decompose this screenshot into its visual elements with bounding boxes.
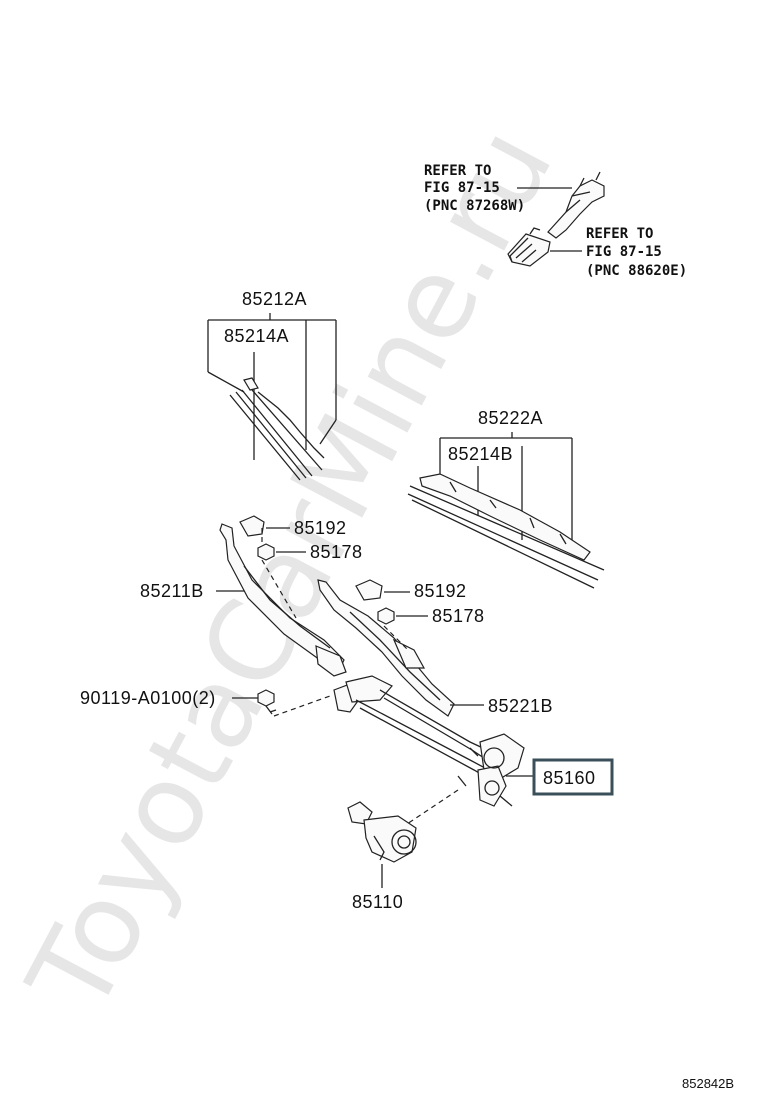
label-85178-lower: 85178 [432, 606, 485, 626]
sensor-part-icon [507, 227, 551, 267]
bracket-part-icon [547, 171, 605, 239]
label-85222a: 85222A [478, 408, 543, 428]
label-85192-upper: 85192 [294, 518, 347, 538]
refer-88620e-line2: FIG 87-15 [586, 244, 662, 260]
watermark-text: ToyotaCarMine.ru [4, 108, 579, 1034]
refer-87268w-line1: REFER TO [424, 163, 491, 179]
wiper-arm-85221b [317, 579, 455, 717]
wiper-arm-85211b [219, 523, 347, 677]
label-85211b: 85211B [140, 581, 204, 601]
label-85160[interactable]: 85160 [543, 768, 596, 788]
label-90119-a0100: 90119-A0100(2) [80, 688, 216, 708]
label-85214a: 85214A [224, 326, 289, 346]
wiper-linkage-85160 [333, 675, 525, 807]
figure-id: 852842B [682, 1076, 734, 1091]
refer-88620e-line1: REFER TO [586, 226, 653, 242]
blade-assembly-a: 85212A 85214A [207, 289, 337, 481]
refer-88620e-line3: (PNC 88620E) [586, 263, 687, 279]
refer-note-87268w: REFER TO FIG 87-15 (PNC 87268W) [424, 163, 572, 214]
label-85178-upper: 85178 [310, 542, 363, 562]
cap-85192-upper [239, 515, 265, 537]
bolt-90119-icon [257, 689, 277, 715]
wiper-motor-85110 [347, 801, 417, 863]
refer-note-88620e: REFER TO FIG 87-15 (PNC 88620E) [550, 226, 687, 279]
refer-87268w-line3: (PNC 87268W) [424, 198, 525, 214]
refer-87268w-line2: FIG 87-15 [424, 180, 500, 196]
highlight-box-85160[interactable] [532, 758, 614, 796]
cap-85192-lower [355, 579, 383, 601]
nut-85178-lower [377, 607, 395, 625]
label-85110: 85110 [352, 892, 403, 912]
label-85214b: 85214B [448, 444, 513, 464]
blade-assembly-b: 85222A 85214B [407, 408, 605, 589]
label-85212a: 85212A [242, 289, 307, 309]
label-85192-lower: 85192 [414, 581, 467, 601]
nut-85178-upper [257, 543, 275, 561]
label-85221b: 85221B [488, 696, 553, 716]
